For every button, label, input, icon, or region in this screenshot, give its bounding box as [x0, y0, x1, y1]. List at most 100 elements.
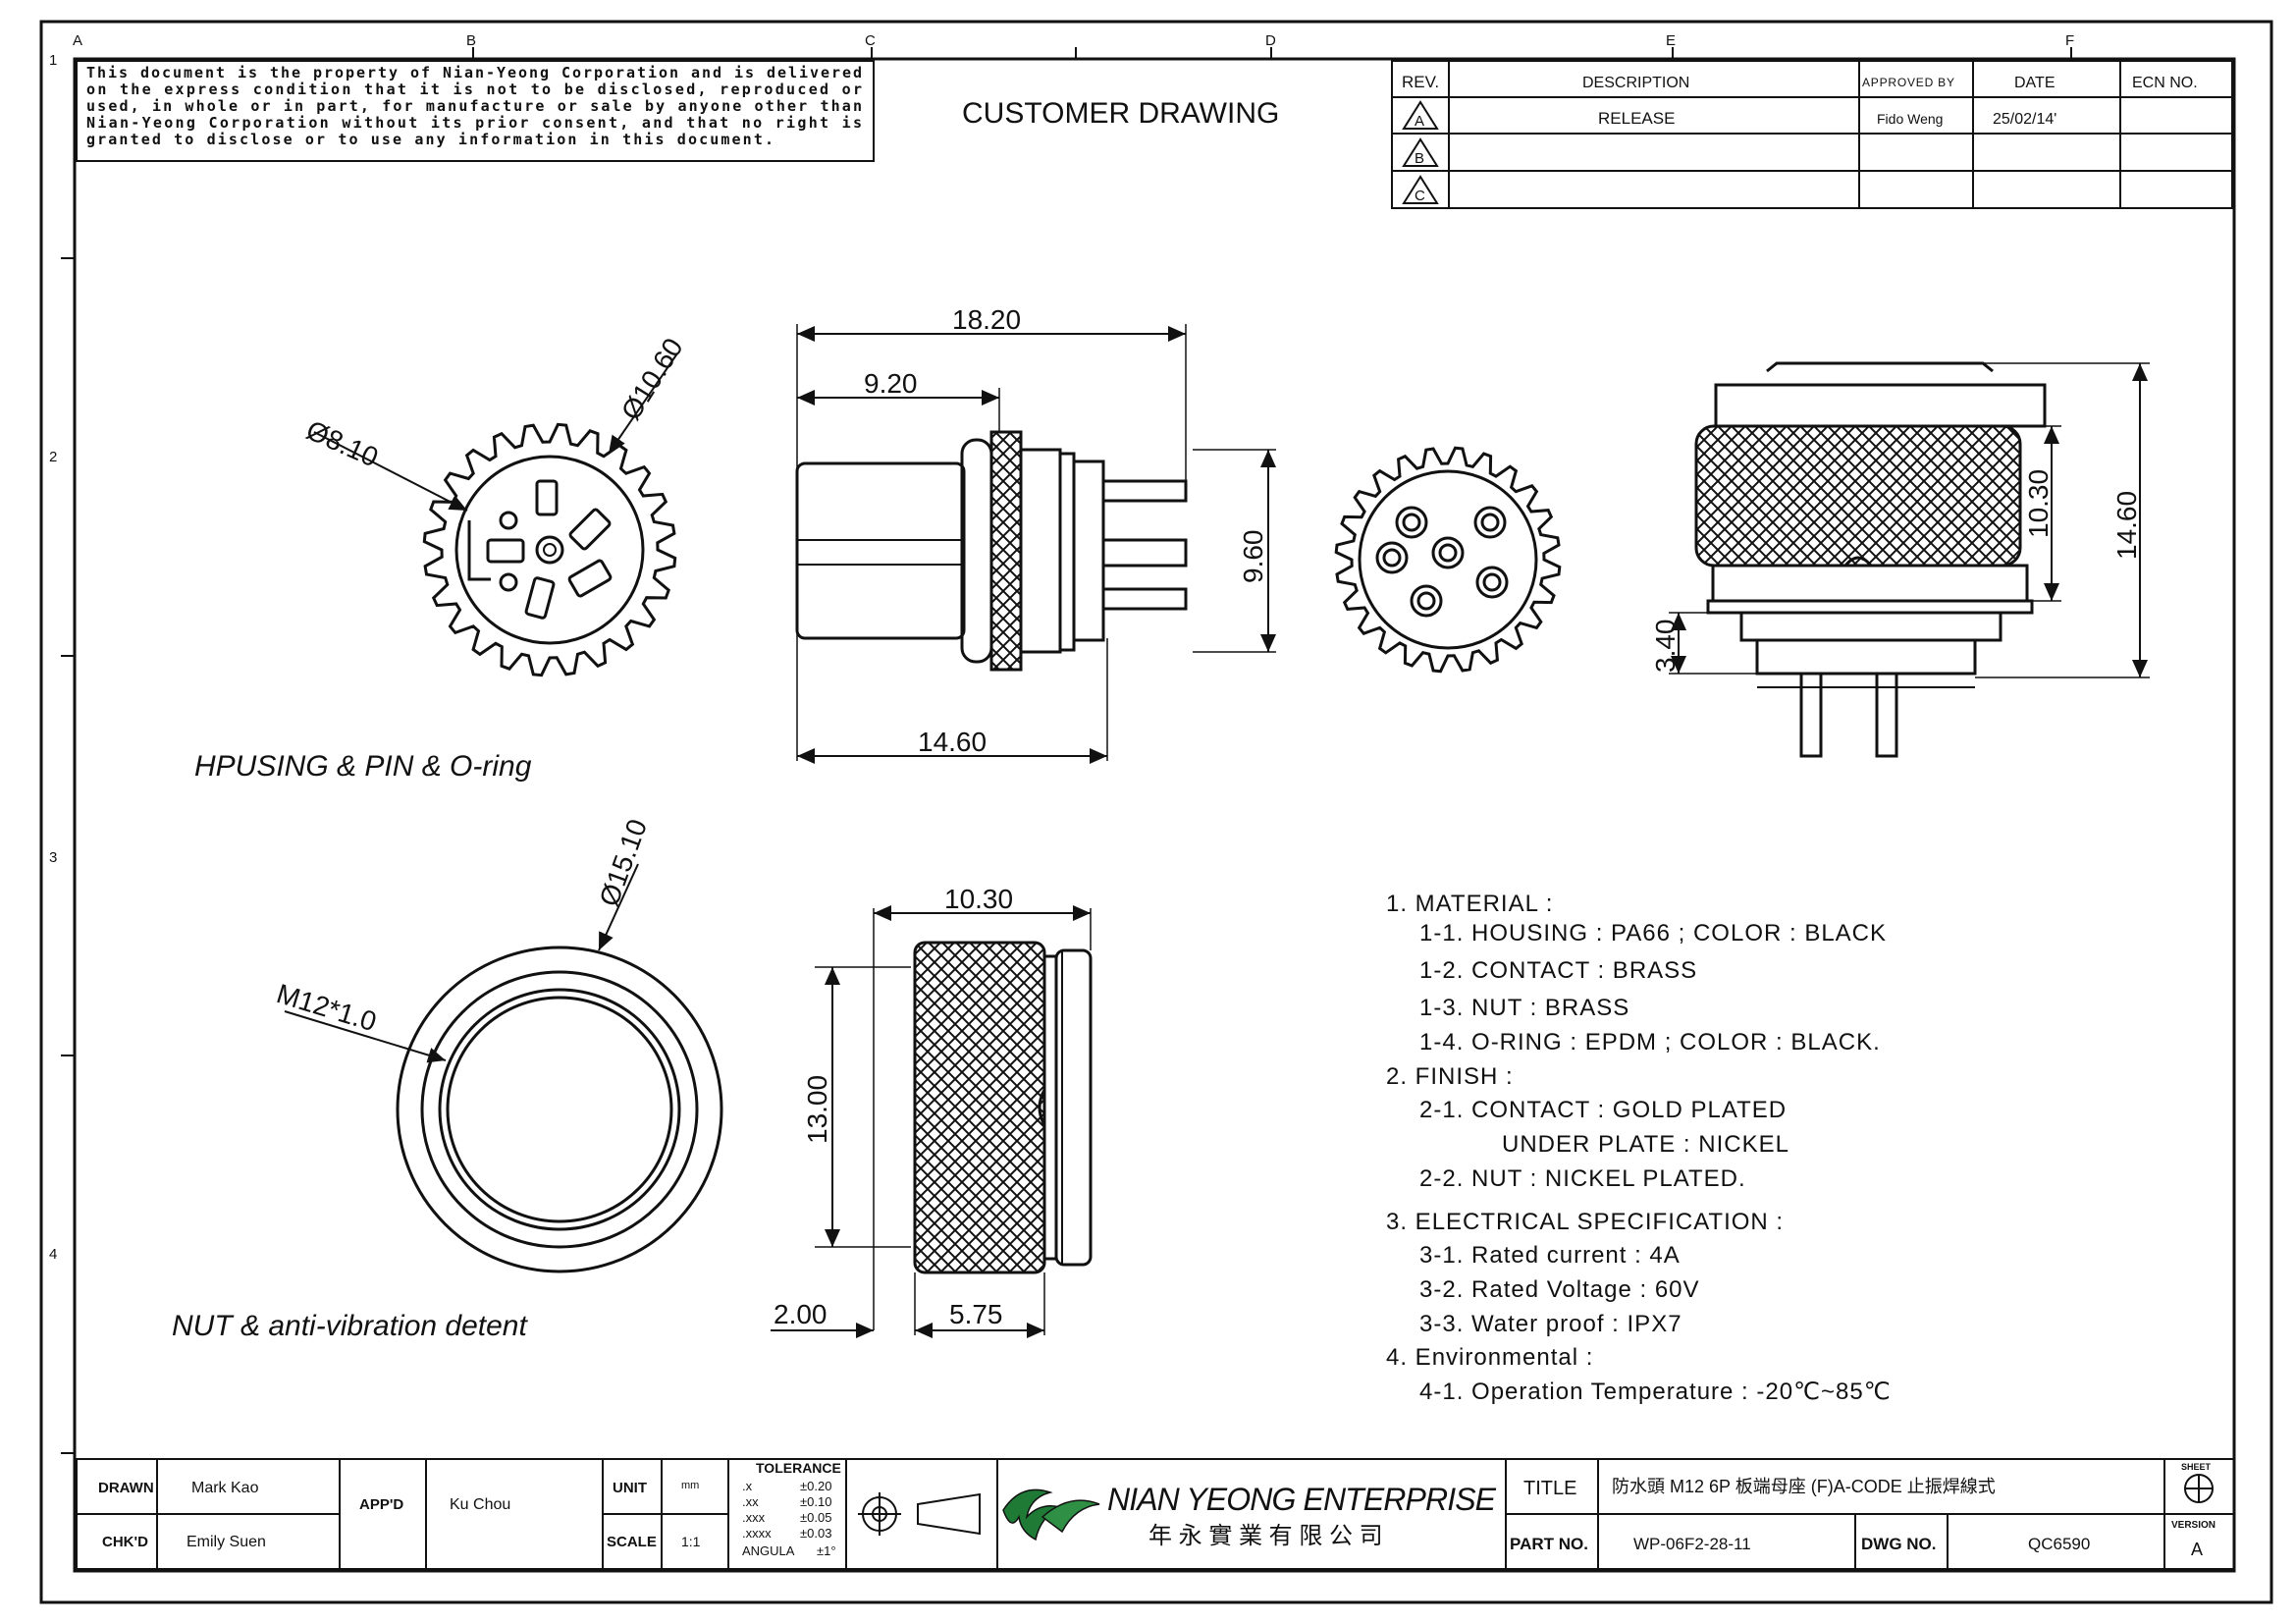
rev-a-date: 25/02/14': [1993, 111, 2056, 128]
part-title: 防水頭 M12 6P 板端母座 (F)A-CODE 止振焊線式: [1612, 1477, 1996, 1496]
tol-val: ±0.10: [800, 1494, 831, 1509]
checked-by: Emily Suen: [187, 1534, 266, 1550]
version-label: VERSION: [2171, 1520, 2216, 1531]
appd-label: APP'D: [359, 1496, 403, 1513]
rev-a-approved: Fido Weng: [1877, 111, 1943, 127]
note-line: 4. Environmental :: [1386, 1344, 1593, 1371]
chkd-label: CHK'D: [102, 1534, 148, 1550]
rev-a-description: RELEASE: [1598, 109, 1675, 128]
company-logo-icon: [1002, 1488, 1100, 1542]
tol-val: ±1°: [817, 1543, 836, 1558]
rev-header-ecn: ECN NO.: [2132, 75, 2198, 91]
revision-table: REV. DESCRIPTION APPROVED BY DATE ECN NO…: [1391, 60, 2233, 209]
specification-notes: 1. MATERIAL : 1-1. HOUSING : PA66 ; COLO…: [1386, 891, 1892, 1405]
drawing-title: CUSTOMER DRAWING: [962, 97, 1279, 130]
rev-b-letter: B: [1415, 150, 1424, 167]
unit-label: UNIT: [613, 1480, 647, 1496]
nut-side-view: [913, 941, 1093, 1274]
tolerance-label: TOLERANCE: [756, 1460, 841, 1476]
housing-front-dims: Ø8.10 Ø10.60: [302, 333, 689, 512]
zone-col-c: C: [865, 32, 876, 49]
dwg-no-label: DWG NO.: [1861, 1535, 1937, 1553]
note-line: 3-1. Rated current : 4A: [1419, 1242, 1681, 1269]
sheet-symbol-icon: [2184, 1474, 2214, 1503]
notice-line-5: granted to disclose or to use any inform…: [86, 131, 774, 148]
scale-label: SCALE: [607, 1534, 657, 1550]
zone-col-a: A: [73, 32, 82, 49]
notice-line-4: Nian-Yeong Corporation without its prior…: [86, 114, 862, 132]
tol-key: .xxxx: [742, 1526, 772, 1541]
note-line: 1. MATERIAL :: [1386, 891, 1553, 917]
tol-val: ±0.20: [800, 1479, 831, 1493]
notice-line-3: used, in whole or in part, for manufactu…: [86, 97, 862, 115]
company-name-cn: 年 永 實 業 有 限 公 司: [1148, 1523, 1383, 1549]
note-line: UNDER PLATE : NICKEL: [1502, 1131, 1789, 1158]
housing-side-view: [795, 430, 1188, 672]
dim-right-h2: 14.60: [2111, 491, 2142, 560]
housing-side-dims: 18.20 9.20 14.60 9.60: [796, 304, 1276, 764]
dim-side-front: 9.20: [864, 368, 918, 399]
note-line: 1-2. CONTACT : BRASS: [1419, 957, 1697, 984]
tol-key: .xxx: [742, 1510, 766, 1525]
tol-key: .xx: [742, 1494, 759, 1509]
housing-front-view: [422, 422, 677, 677]
zone-row-4: 4: [49, 1246, 57, 1263]
rev-c-triangle: [1402, 175, 1439, 204]
housing-view-label: HPUSING & PIN & O-ring: [194, 750, 532, 783]
zone-col-e: E: [1666, 32, 1676, 49]
dim-nut-offset: 2.00: [774, 1299, 828, 1329]
projection-symbol-icon: [858, 1492, 981, 1536]
zone-row-2: 2: [49, 449, 57, 465]
connector-side-view: [1694, 361, 2047, 758]
rev-header-description: DESCRIPTION: [1582, 75, 1689, 91]
sheet-label: SHEET: [2181, 1462, 2212, 1472]
part-no-label: PART NO.: [1510, 1535, 1588, 1553]
dim-nut-dia: Ø15.10: [594, 815, 654, 910]
dim-housing-inner-dia: Ø8.10: [302, 414, 383, 472]
note-line: 1-4. O-RING : EPDM ; COLOR : BLACK.: [1419, 1029, 1881, 1055]
dim-nut-thread: M12*1.0: [273, 978, 380, 1037]
zone-col-b: B: [466, 32, 476, 49]
nut-front-dims: M12*1.0 Ø15.10: [273, 815, 654, 1063]
dim-side-height: 9.60: [1238, 530, 1268, 584]
rev-a-triangle: [1402, 100, 1439, 130]
note-line: 2. FINISH :: [1386, 1063, 1514, 1090]
part-no: WP-06F2-28-11: [1633, 1535, 1751, 1553]
tol-key: .x: [742, 1479, 753, 1493]
dim-side-length: 14.60: [918, 727, 987, 757]
zone-col-d: D: [1265, 32, 1276, 49]
dim-nut-height: 13.00: [802, 1075, 832, 1144]
scale-value: 1:1: [681, 1534, 701, 1549]
nut-view-label: NUT & anti-vibration detent: [172, 1310, 528, 1342]
dim-nut-width: 10.30: [944, 884, 1013, 914]
note-line: 2-2. NUT : NICKEL PLATED.: [1419, 1165, 1746, 1192]
zone-row-1: 1: [49, 52, 57, 69]
drawn-by: Mark Kao: [191, 1480, 259, 1496]
rev-a-letter: A: [1415, 113, 1424, 130]
contact-face-view: [1334, 446, 1562, 674]
note-line: 4-1. Operation Temperature : -20℃~85℃: [1419, 1379, 1892, 1405]
nut-side-dims: 10.30 13.00 2.00 5.75: [771, 884, 1092, 1338]
tolerance-list: .x ±0.20 .xx ±0.10 .xxx ±0.05 .xxxx ±0.0…: [742, 1479, 836, 1558]
dwg-no: QC6590: [2028, 1535, 2090, 1553]
dim-housing-outer-dia: Ø10.60: [615, 333, 689, 425]
rev-header-rev: REV.: [1402, 73, 1439, 91]
note-line: 3-3. Water proof : IPX7: [1419, 1311, 1682, 1337]
title-label: TITLE: [1523, 1478, 1576, 1499]
rev-b-triangle: [1402, 137, 1439, 167]
tol-val: ±0.03: [800, 1526, 831, 1541]
dim-side-overall: 18.20: [952, 304, 1021, 335]
note-line: 2-1. CONTACT : GOLD PLATED: [1419, 1097, 1787, 1123]
rev-c-letter: C: [1415, 188, 1425, 204]
drawn-label: DRAWN: [98, 1480, 154, 1496]
note-line: 1-1. HOUSING : PA66 ; COLOR : BLACK: [1419, 920, 1887, 947]
zone-row-3: 3: [49, 849, 57, 866]
drawing-frame: A B C D E F 1 2 3 4: [39, 20, 2273, 1604]
version: A: [2191, 1540, 2203, 1559]
dim-nut-knurl: 5.75: [949, 1299, 1003, 1329]
zone-col-f: F: [2065, 32, 2074, 49]
title-block: DRAWN Mark Kao CHK'D Emily Suen APP'D Ku…: [76, 1458, 2235, 1570]
notice-line-2: on the express condition that it is not …: [86, 81, 862, 98]
approved-by: Ku Chou: [450, 1496, 510, 1513]
connector-side-dims: 10.30 14.60 3.40: [1650, 362, 2150, 678]
